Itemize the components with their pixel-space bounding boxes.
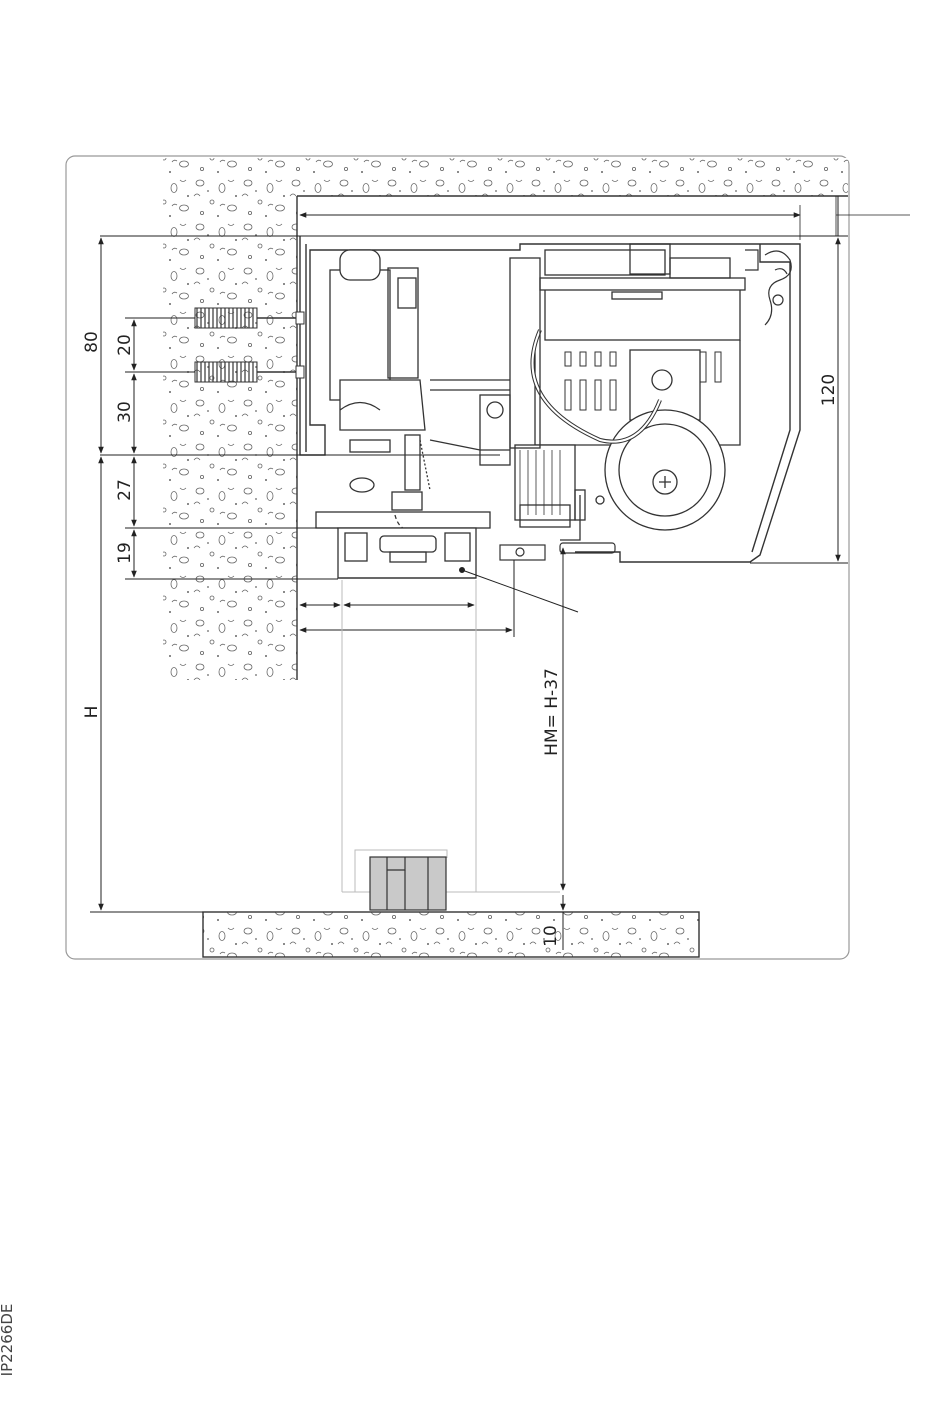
document-id: IP2266DE <box>0 1304 16 1377</box>
dim-10: 10 <box>541 925 561 947</box>
dim-27: 27 <box>115 479 135 501</box>
dim-120: 120 <box>819 374 839 406</box>
dim-hm: HM= H-37 <box>542 668 562 756</box>
ceiling-concrete <box>163 158 848 196</box>
dim-20: 20 <box>115 334 135 356</box>
lower-profile <box>338 528 476 578</box>
dim-19: 19 <box>115 542 135 564</box>
motor-unit <box>430 244 745 540</box>
dim-h: H <box>82 706 102 719</box>
end-cap <box>745 250 791 325</box>
dim-80: 80 <box>82 331 102 353</box>
floor-guide <box>370 857 446 910</box>
dim-30: 30 <box>115 401 135 423</box>
wall-concrete <box>163 196 297 680</box>
door-leaf <box>342 580 560 892</box>
floor-concrete <box>203 912 699 957</box>
